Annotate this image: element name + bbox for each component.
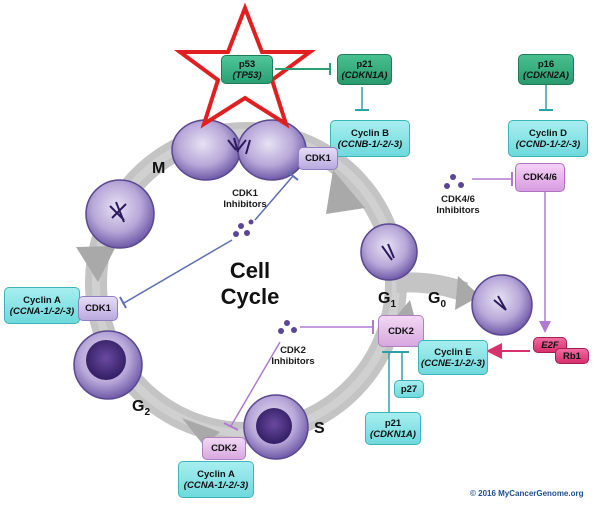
p21-top-gene-text: CDKN1A [344, 69, 385, 81]
cyclin-d-name: Cyclin D [528, 127, 567, 139]
cell-cycle-title: Cell Cycle [200, 258, 300, 310]
cdk2-inhibitors-line1: CDK2 [280, 345, 306, 356]
cyclin-d-gene: (CCND-1/-2/-3) [515, 138, 581, 150]
cyclin-a-bottom-gene: (CCNA-1/-2/-3) [183, 479, 249, 491]
phase-g2-sub: 2 [144, 407, 151, 419]
copyright-text: © 2016 MyCancerGenome.org [470, 489, 584, 498]
cyclin-a-bottom-name: Cyclin A [197, 468, 235, 480]
p21-bottom-node: p21 (CDKN1A) [365, 412, 421, 445]
phase-g0-sub: 0 [440, 299, 447, 311]
cdk46-inhibitors-line1: CDK4/6 [441, 194, 475, 205]
p53-star [173, 2, 317, 129]
phase-g0-label: G0 [428, 290, 446, 310]
cyclin-d-node: Cyclin D (CCND-1/-2/-3) [508, 120, 588, 157]
cyclin-e-gene: (CCNE-1/-2/-3) [421, 357, 485, 369]
cdk46-inhibitor-dots [444, 174, 464, 189]
cyclin-a-left-node: Cyclin A (CCNA-1/-2/-3) [4, 287, 80, 324]
rb1-node: Rb1 [555, 348, 589, 364]
cyclin-b-gene: (CCNB-1/-2/-3) [337, 138, 403, 150]
cyclin-e-node: Cyclin E (CCNE-1/-2/-3) [418, 340, 488, 375]
cyclin-a-bottom-node: Cyclin A (CCNA-1/-2/-3) [178, 461, 254, 498]
cell-mitosis [171, 119, 307, 181]
cdk2-inhibitors-label: CDK2 Inhibitors [258, 345, 328, 367]
p53-gene-text: TP53 [235, 69, 259, 81]
phase-g1-sub: 1 [390, 299, 397, 311]
cdk1-left-node: CDK1 [78, 296, 118, 321]
cdk1-inhibitors-label: CDK1 Inhibitors [210, 188, 280, 210]
p21-bottom-name: p21 [384, 417, 402, 429]
p16-gene-text: CDKN2A [526, 69, 566, 81]
p16-node: p16 (CDKN2A) [518, 54, 574, 85]
p21-bottom-gene: (CDKN1A) [370, 428, 416, 440]
p27-node: p27 [394, 380, 424, 398]
cdk1-inhibitors-line2: Inhibitors [223, 199, 267, 210]
cyclin-b-name: Cyclin B [350, 127, 389, 139]
cdk1-inhibitor-dots [233, 219, 254, 237]
p53-node: p53 (TP53) [221, 55, 273, 84]
cdk2-inhibitor-dots [278, 320, 297, 334]
cyclin-b-node: Cyclin B (CCNB-1/-2/-3) [330, 120, 410, 157]
cyclin-a-left-gene-text: CCNA-1/-2/-3 [12, 305, 72, 317]
cell-cycle-title-line2: Cycle [220, 284, 280, 309]
cell-cycle-title-line1: Cell [229, 258, 271, 283]
cdk46-inhibitors-label: CDK4/6 Inhibitors [423, 194, 493, 216]
p21-top-node: p21 (CDKN1A) [337, 54, 392, 85]
p21-top-gene: (CDKN1A) [341, 69, 388, 81]
cdk46-inhibitors-line2: Inhibitors [436, 205, 480, 216]
phase-g2-letter: G [132, 398, 145, 415]
cyclin-a-left-name: Cyclin A [23, 294, 61, 306]
ring-arrow-left [76, 246, 116, 282]
phase-s-label: S [314, 420, 325, 437]
p53-name: p53 [238, 58, 256, 70]
cyclin-a-bottom-gene-text: CCNA-1/-2/-3 [186, 479, 246, 491]
cdk1-top-node: CDK1 [298, 147, 338, 170]
p21-bottom-gene-text: CDKN1A [373, 428, 413, 440]
cyclin-e-gene-text: CCNE-1/-2/-3 [424, 357, 482, 369]
phase-m-label: M [152, 160, 166, 177]
cdk1-inhibitors-line1: CDK1 [232, 188, 258, 199]
phase-g1-label: G1 [378, 290, 396, 310]
p16-name: p16 [537, 58, 555, 70]
cdk2-inhibitors-line2: Inhibitors [271, 356, 315, 367]
g0-arrow [455, 276, 480, 310]
cyclin-d-gene-text: CCND-1/-2/-3 [518, 138, 578, 150]
connectors [119, 63, 553, 431]
cyclin-b-gene-text: CCNB-1/-2/-3 [340, 138, 400, 150]
cell-g0 [471, 274, 533, 336]
p16-gene: (CDKN2A) [523, 69, 569, 81]
cdk46-node: CDK4/6 [515, 163, 565, 192]
cdk2-right-node: CDK2 [378, 315, 424, 347]
cell-m-phase [85, 179, 155, 249]
cyclin-a-left-gene: (CCNA-1/-2/-3) [9, 305, 75, 317]
phase-g1-letter: G [378, 290, 391, 307]
ring-arrow-top-right [326, 170, 365, 214]
cell-s [243, 394, 309, 460]
cell-g2 [73, 330, 143, 400]
cyclin-e-name: Cyclin E [434, 346, 472, 358]
p53-gene: (TP53) [232, 69, 262, 81]
phase-g2-label: G2 [132, 398, 150, 418]
p21-top-name: p21 [356, 58, 373, 70]
cell-g1 [360, 223, 418, 281]
cdk2-bottom-node: CDK2 [202, 437, 246, 460]
phase-g0-letter: G [428, 290, 441, 307]
